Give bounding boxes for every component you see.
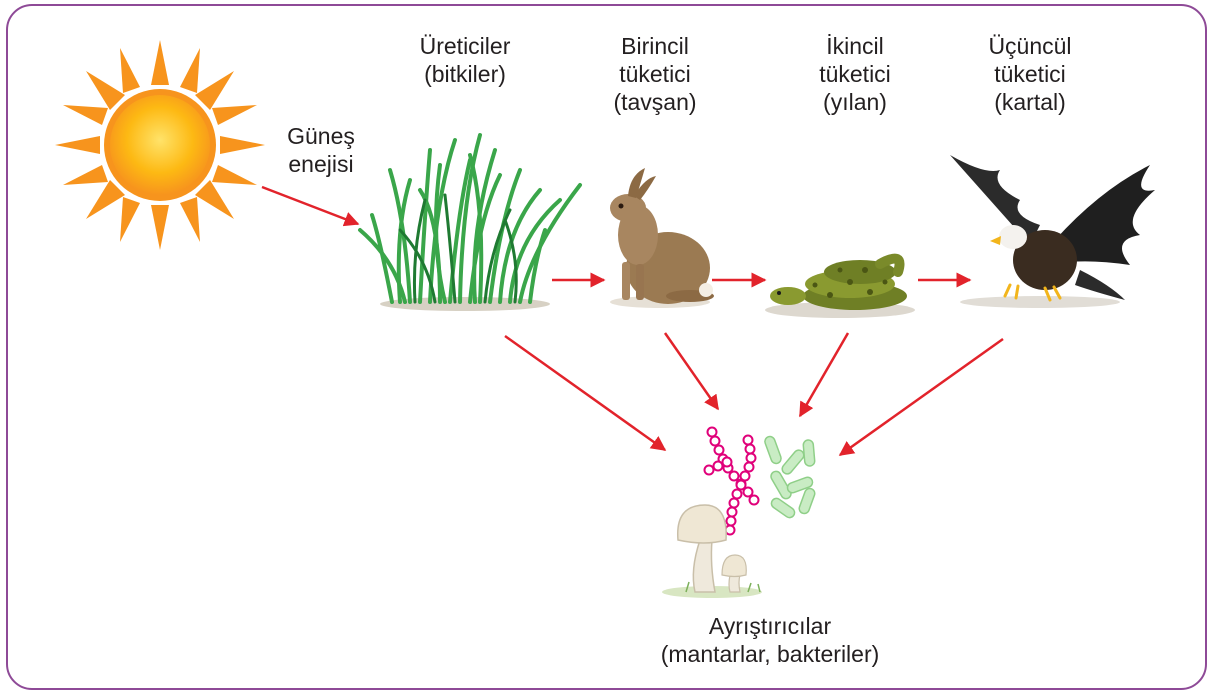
secondary-consumer-label-line2: tüketici xyxy=(790,60,920,88)
sun-energy-label-line1: Güneş xyxy=(266,122,376,150)
decomposers-label-line2: (mantarlar, bakteriler) xyxy=(560,640,980,668)
sun-energy-label-line2: enejisi xyxy=(266,150,376,178)
decomposers-label-line1: Ayrıştırıcılar xyxy=(560,612,980,640)
arrow-sun-to-producers xyxy=(262,187,358,224)
producers-label-line1: Üreticiler xyxy=(380,32,550,60)
grass-icon xyxy=(360,135,580,311)
producers-label-line2: (bitkiler) xyxy=(380,60,550,88)
sun-icon xyxy=(55,40,265,250)
sun-energy-label: Güneş enejisi xyxy=(266,122,376,178)
tertiary-consumer-label-line2: tüketici xyxy=(960,60,1100,88)
hare-icon xyxy=(610,168,714,308)
tertiary-consumer-label-line3: (kartal) xyxy=(960,88,1100,116)
arrow-secondary-to-decomposers xyxy=(800,333,848,416)
mushroom-icon xyxy=(662,505,762,598)
arrow-primary-to-decomposers xyxy=(665,333,718,409)
secondary-consumer-label: İkincil tüketici (yılan) xyxy=(790,32,920,116)
snake-icon xyxy=(765,259,915,318)
arrow-tertiary-to-decomposers xyxy=(840,339,1003,455)
tertiary-consumer-label: Üçüncül tüketici (kartal) xyxy=(960,32,1100,116)
arrow-producers-to-decomposers xyxy=(505,336,665,450)
tertiary-consumer-label-line1: Üçüncül xyxy=(960,32,1100,60)
primary-consumer-label: Birincil tüketici (tavşan) xyxy=(580,32,730,116)
primary-consumer-label-line2: tüketici xyxy=(580,60,730,88)
decomposers-label: Ayrıştırıcılar (mantarlar, bakteriler) xyxy=(560,612,980,668)
producers-label: Üreticiler (bitkiler) xyxy=(380,32,550,88)
primary-consumer-label-line3: (tavşan) xyxy=(580,88,730,116)
secondary-consumer-label-line3: (yılan) xyxy=(790,88,920,116)
bacteria-rods-icon xyxy=(764,435,817,519)
secondary-consumer-label-line1: İkincil xyxy=(790,32,920,60)
eagle-icon xyxy=(950,155,1155,308)
primary-consumer-label-line1: Birincil xyxy=(580,32,730,60)
